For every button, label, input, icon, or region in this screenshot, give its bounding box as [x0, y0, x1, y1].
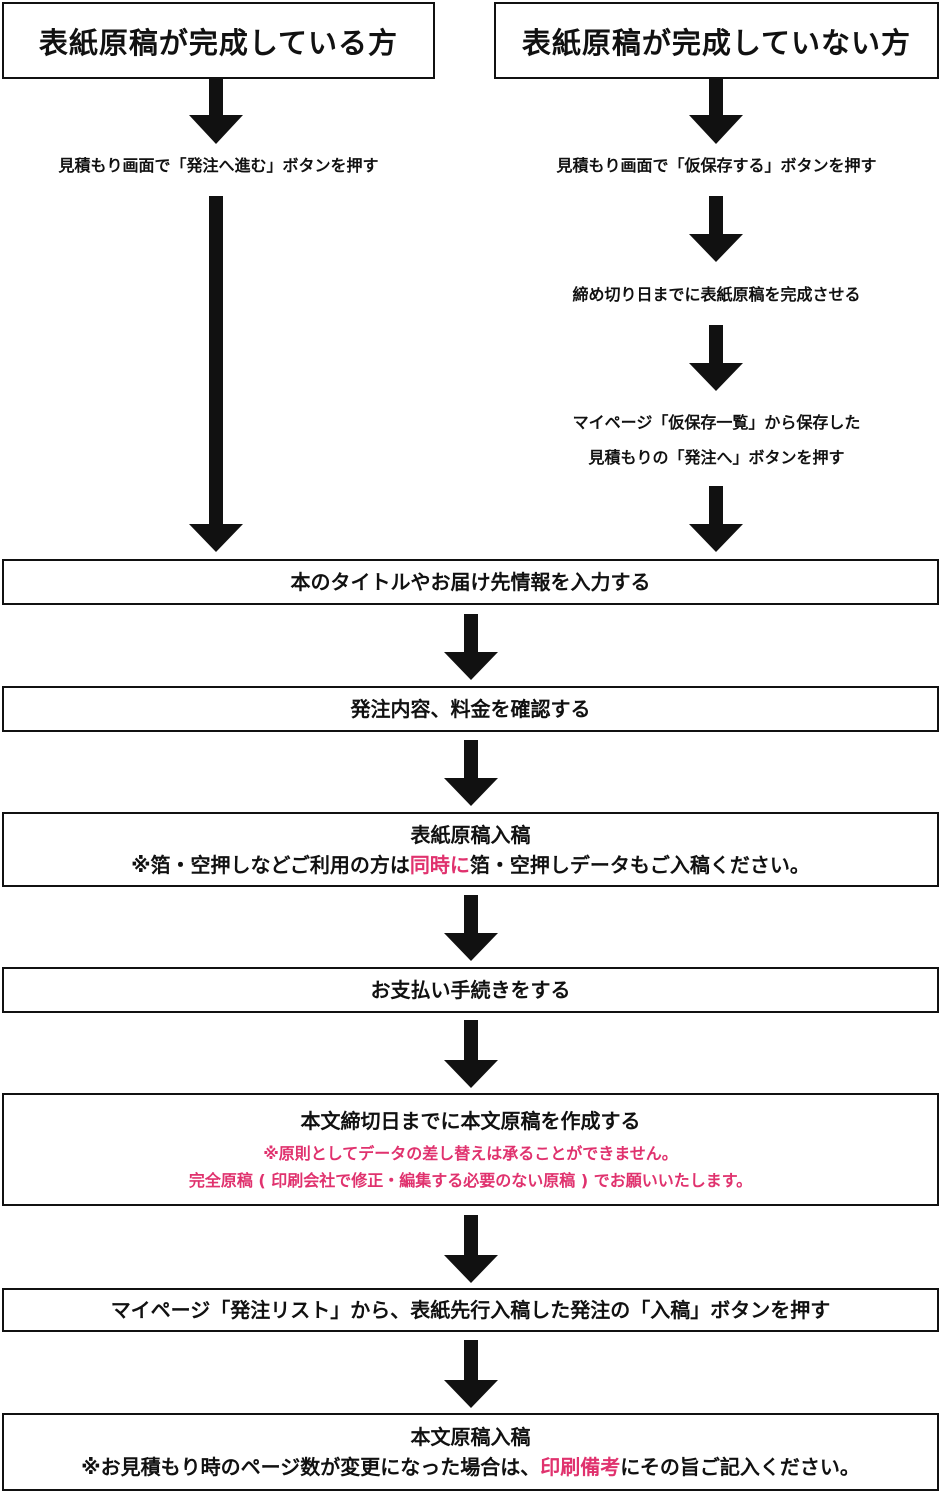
body-note-post: にその旨ご記入ください。 — [620, 1455, 860, 1479]
step-body-submit-note: ※お見積もり時のページ数が変更になった場合は、印刷備考にその旨ご記入ください。 — [81, 1452, 860, 1482]
right-step-complete-cover: 締め切り日までに表紙原稿を完成させる — [572, 285, 861, 304]
step-payment: お支払い手続きをする — [2, 967, 939, 1013]
step-body-submit: 本文原稿入稿 ※お見積もり時のページ数が変更になった場合は、印刷備考にその旨ご記… — [2, 1413, 939, 1491]
step-body-prep-title: 本文締切日までに本文原稿を作成する — [300, 1108, 641, 1133]
header-cover-complete: 表紙原稿が完成している方 — [2, 2, 435, 79]
right-step-mypage-line1: マイページ「仮保存一覧」から保存した — [572, 413, 861, 432]
step-mypage-submit-label: マイページ「発注リスト」から、表紙先行入稿した発注の「入稿」ボタンを押す — [110, 1298, 831, 1322]
step-body-prep-note2: 完全原稿 ( 印刷会社で修正・編集する必要のない原稿 ) でお願いいたします。 — [188, 1170, 753, 1190]
step-mypage-submit: マイページ「発注リスト」から、表紙先行入稿した発注の「入稿」ボタンを押す — [2, 1288, 939, 1332]
step-cover-submit-note: ※箔・空押しなどご利用の方は同時に箔・空押しデータもご入稿ください。 — [131, 850, 810, 880]
step-cover-submit-title: 表紙原稿入稿 — [410, 822, 531, 847]
header-cover-incomplete-label: 表紙原稿が完成していない方 — [521, 25, 912, 60]
body-note-highlight: 印刷備考 — [540, 1455, 621, 1479]
step-body-submit-title: 本文原稿入稿 — [410, 1425, 531, 1449]
step-payment-label: お支払い手続きをする — [370, 978, 571, 1002]
step-input-info: 本のタイトルやお届け先情報を入力する — [2, 559, 939, 605]
right-step-temp-save: 見積もり画面で「仮保存する」ボタンを押す — [556, 156, 877, 175]
step-input-info-label: 本のタイトルやお届け先情報を入力する — [290, 570, 651, 594]
step-cover-submit: 表紙原稿入稿 ※箔・空押しなどご利用の方は同時に箔・空押しデータもご入稿ください… — [2, 812, 939, 887]
cover-note-highlight: 同時に — [409, 852, 470, 877]
step-body-prep: 本文締切日までに本文原稿を作成する ※原則としてデータの差し替えは承ることができ… — [2, 1093, 939, 1206]
step-confirm: 発注内容、料金を確認する — [2, 686, 939, 732]
step-body-prep-note1: ※原則としてデータの差し替えは承ることができません。 — [263, 1143, 678, 1163]
header-cover-incomplete: 表紙原稿が完成していない方 — [494, 2, 939, 79]
left-step-proceed-order: 見積もり画面で「発注へ進む」ボタンを押す — [58, 156, 379, 175]
cover-note-pre: ※箔・空押しなどご利用の方は — [131, 852, 410, 877]
header-cover-complete-label: 表紙原稿が完成している方 — [38, 25, 399, 60]
body-note-pre: ※お見積もり時のページ数が変更になった場合は、 — [81, 1455, 541, 1479]
right-step-mypage-line2: 見積もりの「発注へ」ボタンを押す — [588, 448, 845, 467]
step-confirm-label: 発注内容、料金を確認する — [350, 697, 591, 721]
cover-note-post: 箔・空押しデータもご入稿ください。 — [469, 852, 810, 877]
